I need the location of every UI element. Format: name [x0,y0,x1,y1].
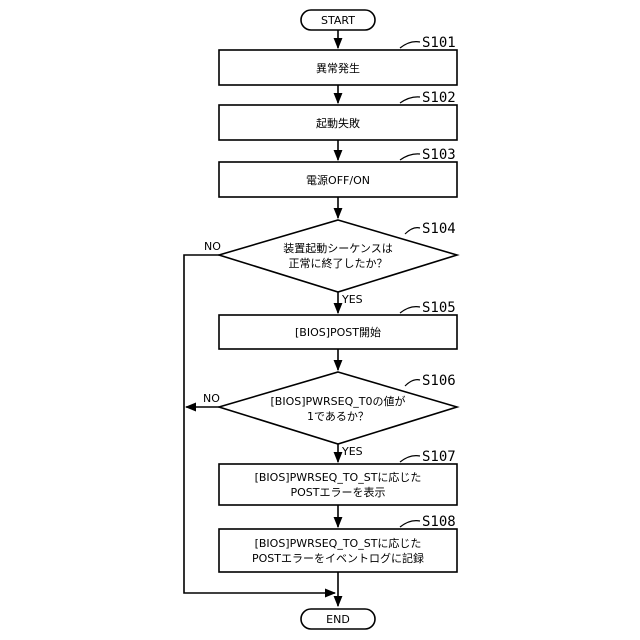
step-s108-line2: POSTエラーをイベントログに記録 [252,551,424,565]
decision-s104-line2: 正常に終了したか？ [289,256,388,270]
decision-s104-no: NO [204,240,221,253]
decision-s106-id: S106 [422,373,456,389]
step-s103-id: S103 [422,147,456,163]
step-s108-line1: [BIOS]PWRSEQ_TO_STに応じた [255,536,422,550]
start-label: START [321,14,355,27]
decision-s106-yes: YES [341,445,363,458]
decision-s106-line1: [BIOS]PWRSEQ_T0の値が [271,394,406,408]
step-s102-text: 起動失敗 [316,116,360,130]
decision-s104: 装置起動シーケンスは 正常に終了したか？ S104 NO YES [204,220,457,306]
step-s102-id: S102 [422,90,456,106]
end-label: END [326,613,350,626]
step-s101-text: 異常発生 [316,61,360,75]
step-s101-id: S101 [422,35,456,51]
decision-s104-id: S104 [422,221,456,237]
step-s105-id: S105 [422,300,456,316]
decision-s104-line1: 装置起動シーケンスは [283,241,392,255]
decision-s106-no: NO [203,392,220,405]
step-s107-line1: [BIOS]PWRSEQ_TO_STに応じた [255,470,422,484]
start-terminal: START [301,10,375,30]
decision-s104-yes: YES [341,293,363,306]
step-s103-text: 電源OFF/ON [306,173,370,187]
decision-s106: [BIOS]PWRSEQ_T0の値が 1であるか？ S106 NO YES [203,372,457,458]
step-s108-id: S108 [422,514,456,530]
step-s107-line2: POSTエラーを表示 [291,485,386,499]
step-s107-id: S107 [422,449,456,465]
decision-s106-line2: 1であるか？ [307,410,369,423]
step-s105-text: [BIOS]POST開始 [295,325,381,339]
end-terminal: END [301,609,375,629]
